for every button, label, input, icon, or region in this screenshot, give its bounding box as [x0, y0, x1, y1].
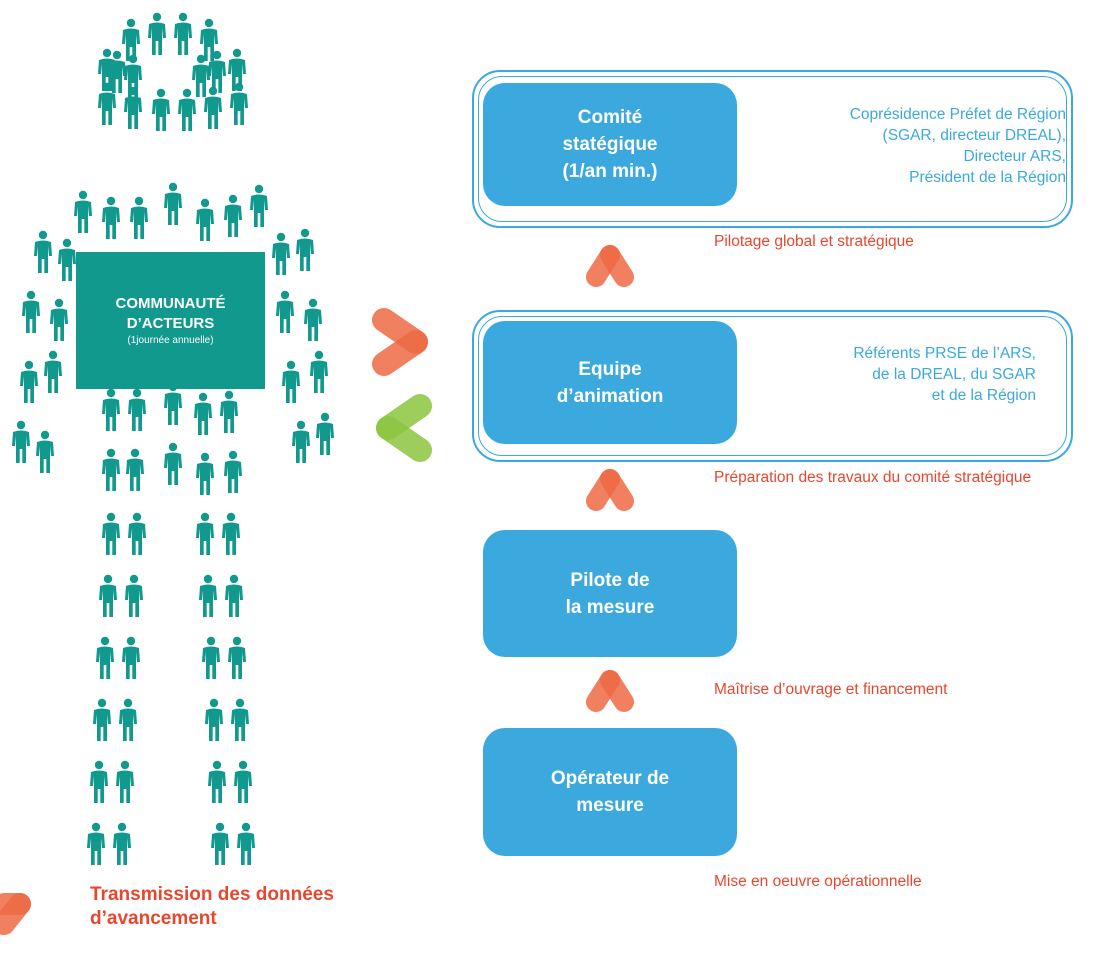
- person-icon: [248, 184, 270, 228]
- person-icon: [48, 298, 70, 342]
- person-icon: [223, 574, 245, 618]
- person-icon: [120, 18, 142, 62]
- person-icon: [42, 350, 64, 394]
- person-icon: [270, 232, 292, 276]
- role-measure-pilot: Maîtrise d’ouvrage et financement: [714, 681, 948, 698]
- person-icon: [96, 82, 118, 126]
- person-icon: [192, 392, 214, 436]
- person-icon: [203, 698, 225, 742]
- person-icon: [111, 822, 133, 866]
- chevron-right-orange-icon: [372, 308, 428, 376]
- person-icon: [274, 290, 296, 334]
- person-icon: [176, 88, 198, 132]
- person-icon: [126, 512, 148, 556]
- legend-label: Transmission des données d’avancement: [90, 884, 334, 929]
- node-strategic-committee: Comité statégique (1/an min.): [483, 83, 737, 206]
- person-icon: [100, 196, 122, 240]
- person-icon: [235, 822, 257, 866]
- person-icon: [128, 196, 150, 240]
- person-icon: [228, 82, 250, 126]
- chevron-up-icon: [586, 670, 634, 712]
- community-title-line2: D’ACTEURS: [126, 314, 215, 332]
- node-measure-pilot: Pilote de la mesure: [483, 530, 737, 657]
- person-icon: [162, 182, 184, 226]
- person-icon: [94, 636, 116, 680]
- person-icon: [97, 574, 119, 618]
- person-icon: [290, 420, 312, 464]
- person-icon: [200, 636, 222, 680]
- chevron-left-green-icon: [376, 394, 432, 462]
- person-icon: [222, 450, 244, 494]
- person-icon: [56, 238, 78, 282]
- person-icon: [302, 298, 324, 342]
- person-icon: [220, 512, 242, 556]
- person-icon: [100, 512, 122, 556]
- person-icon: [194, 512, 216, 556]
- person-icon: [88, 760, 110, 804]
- person-icon: [146, 12, 168, 56]
- community-figures: [0, 0, 360, 880]
- node-measure-operator: Opérateur de mesure: [483, 728, 737, 856]
- person-icon: [117, 698, 139, 742]
- person-icon: [100, 388, 122, 432]
- chevron-up-icon: [586, 469, 634, 511]
- members-strategic-committee: Coprésidence Préfet de Région (SGAR, dir…: [849, 106, 1066, 186]
- person-icon: [32, 230, 54, 274]
- person-icon: [114, 760, 136, 804]
- person-icon: [100, 448, 122, 492]
- person-icon: [294, 228, 316, 272]
- person-icon: [85, 822, 107, 866]
- person-icon: [124, 448, 146, 492]
- person-icon: [209, 822, 231, 866]
- animation-team-frame-inner: [478, 316, 1067, 456]
- person-icon: [34, 430, 56, 474]
- person-icon: [20, 290, 42, 334]
- animation-team-frame: [472, 310, 1073, 462]
- person-icon: [123, 574, 145, 618]
- role-strategic-committee: Pilotage global et stratégique: [714, 233, 914, 250]
- person-icon: [10, 420, 32, 464]
- person-icon: [126, 388, 148, 432]
- person-icon: [162, 442, 184, 486]
- legend-arrow-icon: [0, 893, 31, 935]
- person-icon: [18, 360, 40, 404]
- person-icon: [280, 360, 302, 404]
- person-icon: [122, 54, 144, 98]
- community-subtitle: (1journée annuelle): [127, 334, 214, 346]
- person-icon: [226, 636, 248, 680]
- person-icon: [72, 190, 94, 234]
- person-icon: [232, 760, 254, 804]
- person-icon: [206, 50, 228, 94]
- strategic-committee-frame-inner: [478, 76, 1067, 222]
- person-icon: [226, 48, 248, 92]
- person-icon: [308, 350, 330, 394]
- chevron-up-icon: [586, 245, 634, 287]
- role-measure-operator: Mise en oeuvre opérationnelle: [714, 873, 922, 890]
- community-box: COMMUNAUTÉ D’ACTEURS (1journée annuelle): [76, 252, 265, 389]
- person-icon: [194, 198, 216, 242]
- role-animation-team: Préparation des travaux du comité straté…: [714, 469, 1032, 486]
- person-icon: [106, 50, 128, 94]
- members-animation-team: Référents PRSE de l’ARS, de la DREAL, du…: [853, 345, 1036, 404]
- person-icon: [197, 574, 219, 618]
- person-icon: [120, 636, 142, 680]
- strategic-committee-frame: [472, 70, 1073, 228]
- person-icon: [206, 760, 228, 804]
- community-title-line1: COMMUNAUTÉ: [115, 294, 226, 312]
- person-icon: [150, 88, 172, 132]
- node-animation-team: Equipe d’animation: [483, 321, 737, 444]
- person-icon: [229, 698, 251, 742]
- person-icon: [190, 54, 212, 98]
- person-icon: [218, 390, 240, 434]
- person-icon: [91, 698, 113, 742]
- person-icon: [222, 194, 244, 238]
- person-icon: [194, 452, 216, 496]
- person-icon: [172, 12, 194, 56]
- person-icon: [314, 412, 336, 456]
